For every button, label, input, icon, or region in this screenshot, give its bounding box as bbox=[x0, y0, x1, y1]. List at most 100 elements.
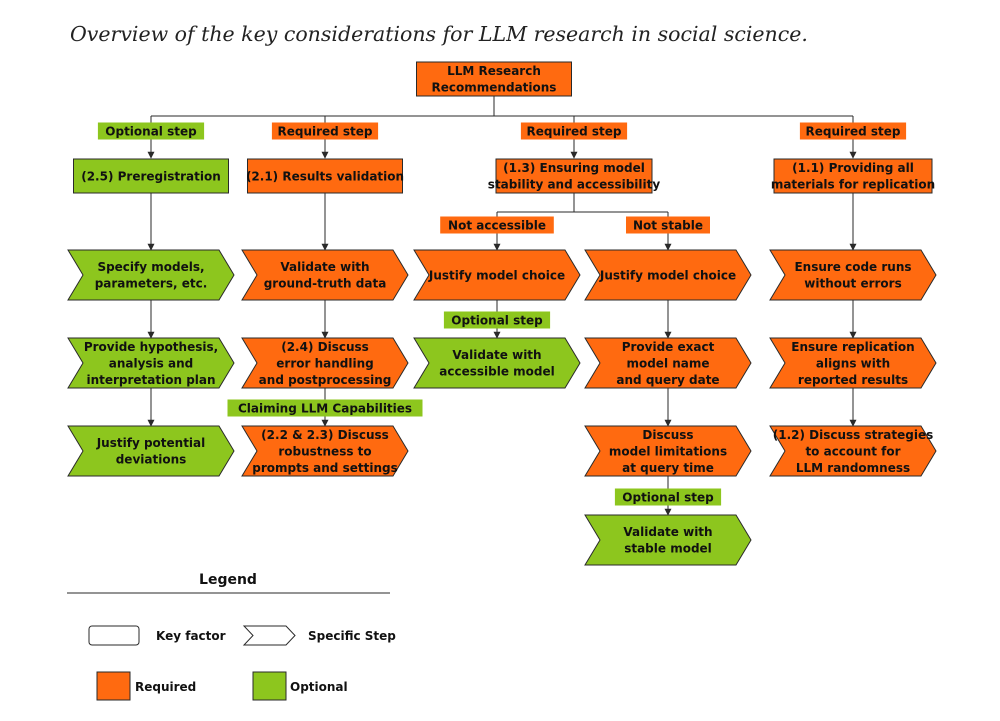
col-2-badge: Required step bbox=[526, 124, 621, 138]
step-0-1-label-line: analysis and bbox=[109, 356, 193, 370]
root-node-label-line: Recommendations bbox=[432, 81, 557, 95]
key-factor-3-label-line: materials for replication bbox=[771, 178, 935, 192]
step-3-0-label-line: Ensure code runs bbox=[794, 260, 911, 274]
claiming-capabilities-label-bg bbox=[227, 399, 423, 417]
key-factor-1 bbox=[247, 158, 403, 194]
step-1-1-label-line: error handling bbox=[276, 356, 373, 370]
branch-0-badge-bg bbox=[440, 216, 554, 234]
step-1-1-label-line: and postprocessing bbox=[259, 373, 392, 387]
branch-0-step-1 bbox=[413, 337, 581, 389]
branch-1-step-0-label-line: Justify model choice bbox=[599, 268, 736, 282]
root-node bbox=[416, 61, 572, 97]
key-factor-3 bbox=[773, 158, 933, 194]
step-3-0-label-line: without errors bbox=[804, 277, 901, 291]
branch-0-step-1-label-line: Validate with bbox=[452, 348, 541, 362]
step-1-2-label-line: prompts and settings bbox=[252, 461, 397, 475]
step-0-1-label: Provide hypothesis, analysis and interpret… bbox=[84, 340, 218, 387]
step-1-2-label-line: (2.2 & 2.3) Discuss bbox=[261, 428, 389, 442]
step-0-2-label-line: Justify potential bbox=[96, 436, 206, 450]
key-factor-0-label-line: (2.5) Preregistration bbox=[81, 169, 221, 183]
col-0-badge: Optional step bbox=[105, 124, 197, 138]
step-3-1-label-line: aligns with bbox=[816, 356, 890, 370]
branch-1-step-3-label-line: Validate with bbox=[623, 525, 712, 539]
step-3-2-label-line: (1.2) Discuss strategies bbox=[773, 428, 934, 442]
step-3-1-label-line: reported results bbox=[798, 373, 908, 387]
step-3-1-label-line: Ensure replication bbox=[791, 340, 914, 354]
branch-1-badge: Not stable bbox=[633, 218, 703, 232]
branch-0-step-0 bbox=[413, 249, 581, 301]
branch-1-step-1 bbox=[584, 337, 752, 389]
branch-1-step-0 bbox=[584, 249, 752, 301]
step-1-0 bbox=[241, 249, 409, 301]
col-3-badge: Required step bbox=[805, 124, 900, 138]
branch-0-optional-label: Optional step bbox=[451, 313, 543, 327]
step-0-1-label-line: interpretation plan bbox=[86, 373, 215, 387]
step-3-2 bbox=[769, 425, 937, 477]
branch-1-step-1-label: Provide exact model name and query date bbox=[616, 340, 719, 387]
branch-1-step-2-label-line: at query time bbox=[622, 461, 714, 475]
step-0-1 bbox=[67, 337, 235, 389]
branch-1-step-2 bbox=[584, 425, 752, 477]
step-0-2-label: Justify potential deviations bbox=[96, 436, 206, 467]
col-3-badge-bg bbox=[799, 122, 907, 140]
branch-1-step-2-label-line: model limitations bbox=[609, 444, 727, 458]
step-3-2-label-line: LLM randomness bbox=[796, 461, 910, 475]
col-2-badge-bg bbox=[520, 122, 628, 140]
page-title: Overview of the key considerations for L… bbox=[70, 22, 808, 46]
col-0-badge-bg bbox=[97, 122, 205, 140]
branch-1-step-3 bbox=[584, 514, 752, 566]
step-1-2-label-line: robustness to bbox=[278, 444, 371, 458]
legend-key-factor-swatch bbox=[88, 625, 140, 646]
branch-0-step-0-label-line: Justify model choice bbox=[428, 268, 565, 282]
key-factor-2-label: (1.3) Ensuring model stability and access… bbox=[488, 161, 661, 192]
legend-optional-swatch bbox=[252, 671, 287, 701]
legend-required-swatch bbox=[96, 671, 131, 701]
branch-0-step-0-label: Justify model choice bbox=[428, 268, 565, 282]
step-1-0-label-line: Validate with bbox=[280, 260, 369, 274]
branch-1-step-2-label-line: Discuss bbox=[642, 428, 693, 442]
step-1-2 bbox=[241, 425, 409, 477]
step-0-0-label-line: parameters, etc. bbox=[95, 277, 208, 291]
key-factor-0-label: (2.5) Preregistration bbox=[81, 169, 221, 183]
step-1-1 bbox=[241, 337, 409, 389]
legend-optional-label: Optional bbox=[290, 680, 348, 694]
key-factor-2 bbox=[495, 158, 653, 194]
step-0-1-label-line: Provide hypothesis, bbox=[84, 340, 218, 354]
step-1-0-label-line: ground-truth data bbox=[264, 277, 387, 291]
legend-title: Legend bbox=[199, 572, 257, 588]
step-3-1 bbox=[769, 337, 937, 389]
key-factor-3-label: (1.1) Providing all materials for replica… bbox=[771, 161, 935, 192]
branch-1-step-2-label: Discuss model limitations at query time bbox=[609, 428, 727, 475]
root-node-label-line: LLM Research bbox=[447, 64, 541, 78]
col-1-badge-bg bbox=[271, 122, 379, 140]
branch-1-optional-label-bg bbox=[614, 488, 722, 506]
key-factor-1-label: (2.1) Results validation bbox=[246, 169, 404, 183]
branch-1-step-1-label-line: model name bbox=[626, 356, 709, 370]
branch-1-optional-label: Optional step bbox=[622, 490, 714, 504]
step-0-2-label-line: deviations bbox=[116, 453, 187, 467]
step-0-0-label-line: Specify models, bbox=[97, 260, 204, 274]
branch-1-step-1-label-line: and query date bbox=[616, 373, 719, 387]
step-3-1-label: Ensure replication aligns with reported re… bbox=[791, 340, 914, 387]
branch-0-optional-label-bg bbox=[443, 311, 551, 329]
key-factor-3-label-line: (1.1) Providing all bbox=[792, 161, 914, 175]
key-factor-2-label-line: stability and accessibility bbox=[488, 178, 661, 192]
step-3-0-label: Ensure code runs without errors bbox=[794, 260, 911, 291]
step-1-0-label: Validate with ground-truth data bbox=[264, 260, 387, 291]
branch-0-badge: Not accessible bbox=[448, 218, 546, 232]
claiming-capabilities-label: Claiming LLM Capabilities bbox=[238, 401, 412, 415]
branch-0-step-1-label-line: accessible model bbox=[439, 365, 554, 379]
key-factor-2-label-line: (1.3) Ensuring model bbox=[503, 161, 645, 175]
legend-specific-step-swatch bbox=[242, 625, 296, 646]
legend-key-factor-label: Key factor bbox=[156, 629, 226, 643]
branch-1-step-1-label-line: Provide exact bbox=[622, 340, 715, 354]
step-3-0 bbox=[769, 249, 937, 301]
key-factor-1-label-line: (2.1) Results validation bbox=[246, 169, 404, 183]
step-0-0-label: Specify models, parameters, etc. bbox=[95, 260, 208, 291]
